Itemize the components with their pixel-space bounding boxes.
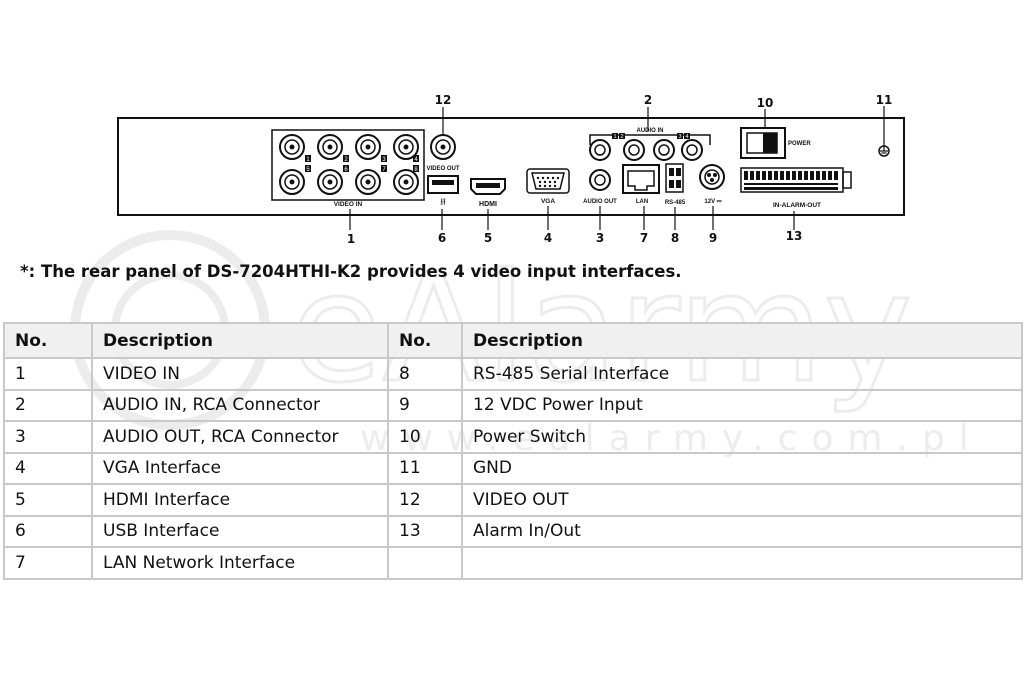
video-channel-number-tags: 1 5 2 6 3 7 4 8 [305,155,419,173]
vga-label: VGA [541,198,555,205]
hdmi-label: HDMI [479,201,497,208]
table-row: 5 HDMI Interface 12 VIDEO OUT [3,483,1023,517]
video-out-label: VIDEO OUT [426,166,459,172]
usb-port [427,175,459,194]
table-cell: 12 [387,483,463,517]
table-cell: LAN Network Interface [91,546,389,580]
power-input-connector [699,164,725,190]
svg-text:4: 4 [685,134,688,140]
svg-text:4: 4 [414,157,418,163]
callout-1: 1 [347,232,355,246]
interface-table: No. Description No. Description 1 VIDEO … [3,322,1023,580]
table-cell: 3 [3,420,93,454]
callout-2: 2 [644,93,652,107]
callout-3: 3 [596,231,604,245]
svg-text:7: 7 [382,167,386,173]
table-cell: VGA Interface [91,451,389,485]
callout-leader-lines [349,106,885,230]
power-switch [740,127,786,159]
audio-in-bracket [589,134,711,145]
rear-panel-diagram: 1 5 2 6 3 7 4 8 VIDEO IN VIDEO OUT ⭿ HDM… [117,93,905,246]
table-cell: AUDIO IN, RCA Connector [91,388,389,422]
callout-6: 6 [438,231,446,245]
header-description: Description [91,322,389,359]
callout-8: 8 [671,231,679,245]
audio-in-label: AUDIO IN [637,128,664,134]
rs485-terminal [665,163,684,193]
hdmi-port [470,178,506,195]
callout-10: 10 [757,96,774,110]
lan-port [622,164,660,194]
table-cell [387,546,463,580]
lan-label: LAN [636,199,648,205]
table-row: 1 VIDEO IN 8 RS-485 Serial Interface [3,357,1023,391]
power-input-label: 12V ⎓ [704,199,721,205]
table-cell: 8 [387,357,463,391]
table-cell: USB Interface [91,514,389,548]
table-cell: VIDEO IN [91,357,389,391]
callout-9: 9 [709,231,717,245]
table-cell: 7 [3,546,93,580]
header-no: No. [387,322,463,359]
svg-text:3: 3 [678,134,681,140]
table-cell: HDMI Interface [91,483,389,517]
table-row: 4 VGA Interface 11 GND [3,451,1023,485]
table-cell: AUDIO OUT, RCA Connector [91,420,389,454]
video-in-block [271,129,425,201]
table-cell: 6 [3,514,93,548]
table-cell: Power Switch [461,420,1023,454]
alarm-label: IN-ALARM-OUT [773,202,821,209]
callout-11: 11 [876,93,893,107]
table-cell: 9 [387,388,463,422]
table-cell: GND [461,451,1023,485]
power-switch-label: POWER [788,141,811,147]
table-cell: VIDEO OUT [461,483,1023,517]
callout-4: 4 [544,231,552,245]
table-cell [461,546,1023,580]
table-cell: 1 [3,357,93,391]
table-cell: RS-485 Serial Interface [461,357,1023,391]
audio-in-channel-tags: 1 2 3 4 [612,133,690,140]
usb-icon: ⭿ [440,197,446,207]
callout-5: 5 [484,231,492,245]
svg-text:3: 3 [382,157,386,163]
table-cell: 5 [3,483,93,517]
audio-out-label: AUDIO OUT [583,199,617,205]
header-no: No. [3,322,93,359]
header-description: Description [461,322,1023,359]
audio-out-rca-connector [589,169,611,191]
table-row: 3 AUDIO OUT, RCA Connector 10 Power Swit… [3,420,1023,454]
table-cell: 10 [387,420,463,454]
table-cell: 13 [387,514,463,548]
svg-text:1: 1 [306,157,310,163]
vga-port [526,168,570,194]
table-cell: 11 [387,451,463,485]
rear-panel-note: *: The rear panel of DS-7204HTHI-K2 prov… [20,262,682,281]
svg-text:2: 2 [620,134,623,140]
svg-text:2: 2 [344,157,348,163]
rs485-label: RS-485 [665,200,686,206]
table-row: 7 LAN Network Interface [3,546,1023,580]
svg-text:8: 8 [414,167,418,173]
table-row: 2 AUDIO IN, RCA Connector 9 12 VDC Power… [3,388,1023,422]
svg-text:5: 5 [306,167,310,173]
table-cell: Alarm In/Out [461,514,1023,548]
video-in-label: VIDEO IN [334,201,363,208]
chassis-outline [117,117,905,216]
table-cell: 4 [3,451,93,485]
callout-13: 13 [786,229,803,243]
svg-text:6: 6 [344,167,348,173]
callout-7: 7 [640,231,648,245]
table-cell: 12 VDC Power Input [461,388,1023,422]
svg-text:1: 1 [613,134,616,140]
audio-in-rca-connectors [589,139,703,161]
callout-12: 12 [435,93,452,107]
table-cell: 2 [3,388,93,422]
video-in-bnc-connectors [279,134,419,195]
alarm-terminal-block [740,167,852,193]
table-row: 6 USB Interface 13 Alarm In/Out [3,514,1023,548]
table-header-row: No. Description No. Description [3,322,1023,359]
